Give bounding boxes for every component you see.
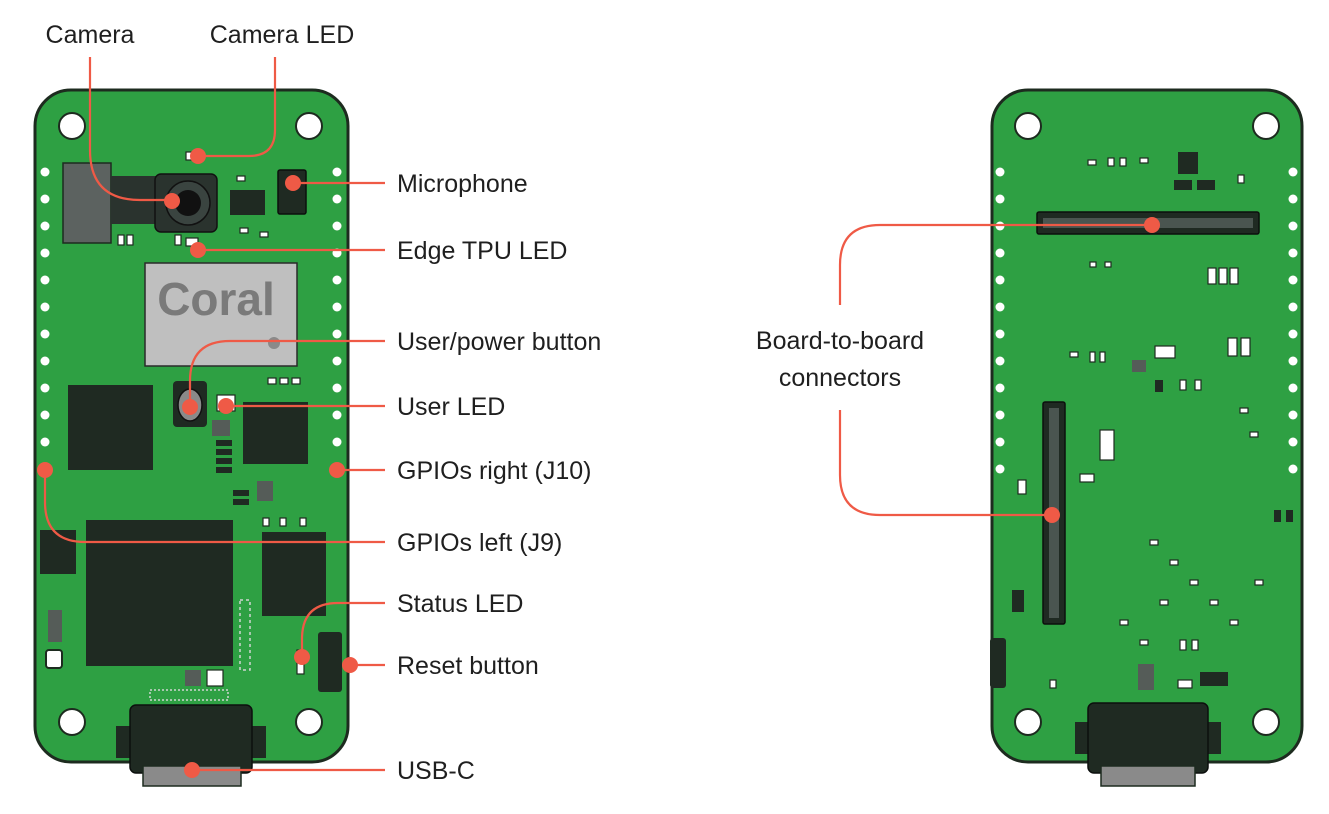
coral-logo-text: Coral xyxy=(157,273,275,325)
camera-led-dot xyxy=(190,148,206,164)
camera-leader xyxy=(88,57,170,202)
label-user-power-button: User/power button xyxy=(397,328,601,356)
smd-component xyxy=(230,190,265,215)
b2b-bottom-leader xyxy=(838,410,1050,517)
user-power-button-dot xyxy=(182,399,198,415)
coral-module: Coral xyxy=(144,262,298,367)
back-board xyxy=(990,88,1304,787)
gpios-left-leader xyxy=(43,470,385,544)
b2b-top-dot xyxy=(1144,217,1160,233)
label-user-led: User LED xyxy=(397,393,505,421)
labels: Camera Camera LED Microphone Edge TPU LE… xyxy=(46,21,925,785)
usb-c-connector xyxy=(116,689,266,787)
b2b-top-leader xyxy=(838,223,1150,305)
back-usb-c-connector xyxy=(1075,702,1221,787)
label-usb-c: USB-C xyxy=(397,757,475,785)
user-power-button-leader xyxy=(188,339,385,405)
chip xyxy=(262,532,326,616)
edge-tpu-led-dot xyxy=(190,242,206,258)
b2b-bottom-dot xyxy=(1044,507,1060,523)
label-status-led: Status LED xyxy=(397,590,523,618)
usb-c-dot xyxy=(184,762,200,778)
reset-button-dot xyxy=(342,657,358,673)
label-reset-button: Reset button xyxy=(397,652,539,680)
camera-module xyxy=(62,162,218,244)
mounting-hole xyxy=(1252,112,1280,140)
user-led-dot xyxy=(218,398,234,414)
microphone-dot xyxy=(285,175,301,191)
gpios-right-dot xyxy=(329,462,345,478)
back-board-pcb xyxy=(990,88,1304,764)
mounting-hole xyxy=(295,112,323,140)
label-gpios-right: GPIOs right (J10) xyxy=(397,457,592,485)
mounting-hole xyxy=(1252,708,1280,736)
camera-dot xyxy=(164,193,180,209)
front-board: Coral xyxy=(33,88,350,787)
mounting-hole xyxy=(58,708,86,736)
gpios-left-dot xyxy=(37,462,53,478)
reset-button-part xyxy=(318,632,342,692)
chip xyxy=(68,385,153,470)
label-camera-led: Camera LED xyxy=(210,21,355,49)
mounting-hole xyxy=(1014,112,1042,140)
mounting-hole xyxy=(1014,708,1042,736)
chip xyxy=(243,402,308,464)
label-microphone: Microphone xyxy=(397,170,528,198)
status-led-leader xyxy=(300,601,385,655)
mounting-hole xyxy=(295,708,323,736)
label-edge-tpu-led: Edge TPU LED xyxy=(397,237,567,265)
status-led-dot xyxy=(294,649,310,665)
back-gpio-right-pins xyxy=(1288,167,1298,474)
label-camera: Camera xyxy=(46,21,135,49)
back-gpio-left-pins xyxy=(995,167,1005,474)
camera-led-leader xyxy=(200,57,277,158)
label-gpios-left: GPIOs left (J9) xyxy=(397,529,562,557)
chip xyxy=(40,530,76,574)
leader-lines xyxy=(37,57,1160,778)
main-processor-chip xyxy=(86,520,233,666)
label-b2b-line1: Board-to-board xyxy=(756,327,924,355)
mounting-hole xyxy=(58,112,86,140)
label-b2b-line2: connectors xyxy=(779,364,901,392)
